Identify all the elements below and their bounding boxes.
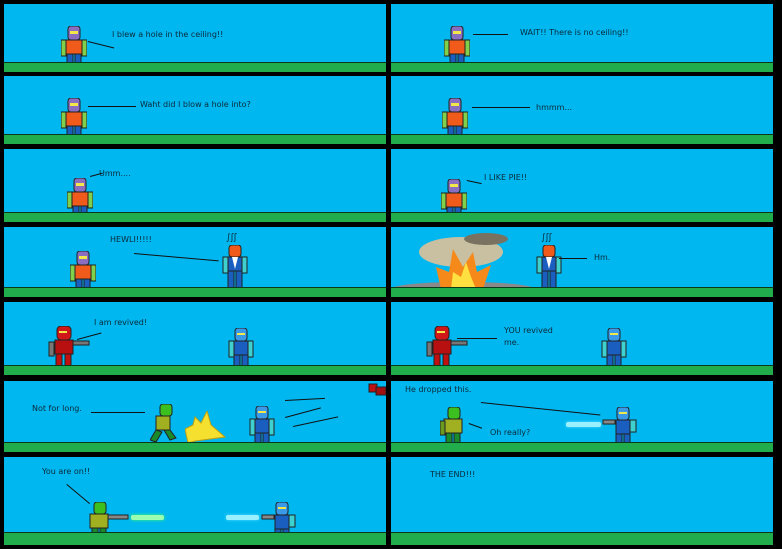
dialogue-text: YOU revived	[504, 326, 553, 335]
dialogue-text: I am revived!	[94, 318, 148, 327]
speech-pointer	[87, 41, 115, 49]
dialogue-text: Umm....	[99, 169, 131, 178]
comic-panel-12: He dropped this. Oh really?	[391, 381, 773, 452]
orange-head-robot-figure	[222, 245, 248, 289]
dialogue-text: Hm.	[594, 253, 611, 262]
speech-pointer	[457, 338, 497, 339]
ground-strip	[391, 287, 773, 297]
purple-robot-figure	[70, 251, 96, 293]
orange-head-robot-figure	[536, 245, 562, 289]
green-lightsaber	[131, 515, 164, 520]
comic-panel-5: Umm....	[4, 149, 386, 222]
ground-strip	[391, 365, 773, 375]
blue-robot-figure	[249, 406, 275, 448]
ground-strip	[4, 212, 386, 222]
comic-panel-2: WAIT!! There is no ceiling!!	[391, 4, 773, 72]
motion-line	[285, 397, 325, 401]
dialogue-text: HEWLI!!!!!	[110, 235, 152, 244]
comic-panel-6: I LIKE PIE!!	[391, 149, 773, 222]
comic-panel-14: THE END!!!	[391, 457, 773, 545]
ground-strip	[4, 532, 386, 545]
ground-strip	[391, 532, 773, 545]
cyan-lightsaber	[226, 515, 259, 520]
red-robot-figure	[48, 326, 90, 370]
dialogue-text: Waht did I blow a hole into?	[140, 100, 251, 109]
speech-pointer	[468, 423, 483, 429]
speech-pointer	[88, 106, 136, 107]
speech-pointer	[91, 412, 145, 413]
dialogue-text: Oh really?	[490, 428, 531, 437]
comic-panel-1: I blew a hole in the ceiling!!	[4, 4, 386, 72]
comic-panel-10: YOU revived me.	[391, 302, 773, 375]
ground-strip	[391, 134, 773, 144]
ground-strip	[4, 365, 386, 375]
dialogue-text: I blew a hole in the ceiling!!	[112, 30, 224, 39]
speech-pointer	[473, 34, 508, 35]
steam-lines: ∫ʃʃ	[541, 233, 552, 243]
comic-panel-4: hmmm...	[391, 76, 773, 144]
comic-panel-8: ∫ʃʃ Hm.	[391, 227, 773, 297]
motion-line	[293, 416, 339, 427]
dialogue-text: me.	[504, 338, 520, 347]
the-end-text: THE END!!!	[430, 470, 476, 479]
speech-pointer	[472, 107, 530, 108]
ground-strip	[4, 287, 386, 297]
purple-robot-figure	[61, 26, 87, 68]
dialogue-text: WAIT!! There is no ceiling!!	[520, 28, 629, 37]
ground-strip	[4, 442, 386, 452]
purple-robot-figure	[442, 98, 468, 140]
ground-strip	[391, 442, 773, 452]
steam-lines: ∫ʃʃ	[226, 233, 237, 243]
comic-panel-9: I am revived!	[4, 302, 386, 375]
green-robot-figure	[440, 407, 466, 447]
green-robot-figure	[150, 404, 178, 444]
comic-panel-7: HEWLI!!!!! ∫ʃʃ	[4, 227, 386, 297]
speech-pointer	[480, 402, 601, 416]
blue-robot-figure	[228, 328, 254, 370]
blue-robot-figure	[601, 407, 643, 449]
dialogue-text: I LIKE PIE!!	[484, 173, 528, 182]
red-robot-figure	[426, 326, 468, 370]
speech-pointer	[559, 258, 587, 259]
comic-panel-11: Not for long.	[4, 381, 386, 452]
flying-red-robot-parts	[367, 381, 386, 399]
comic-panel-3: Waht did I blow a hole into?	[4, 76, 386, 144]
dialogue-text: He dropped this.	[405, 385, 472, 394]
ground-strip	[391, 212, 773, 222]
dialogue-text: You are on!!	[42, 467, 91, 476]
speech-pointer	[133, 253, 219, 262]
comic-panel-13: You are on!!	[4, 457, 386, 545]
purple-robot-figure	[61, 98, 87, 140]
ground-strip	[391, 62, 773, 72]
motion-line	[285, 407, 321, 418]
dialogue-text: hmmm...	[536, 103, 573, 112]
cyan-lightsaber	[566, 422, 601, 427]
blue-robot-figure	[601, 328, 627, 370]
ground-strip	[4, 134, 386, 144]
dialogue-text: Not for long.	[32, 404, 82, 413]
speech-pointer	[466, 180, 482, 185]
purple-robot-figure	[444, 26, 470, 68]
ground-strip	[4, 62, 386, 72]
